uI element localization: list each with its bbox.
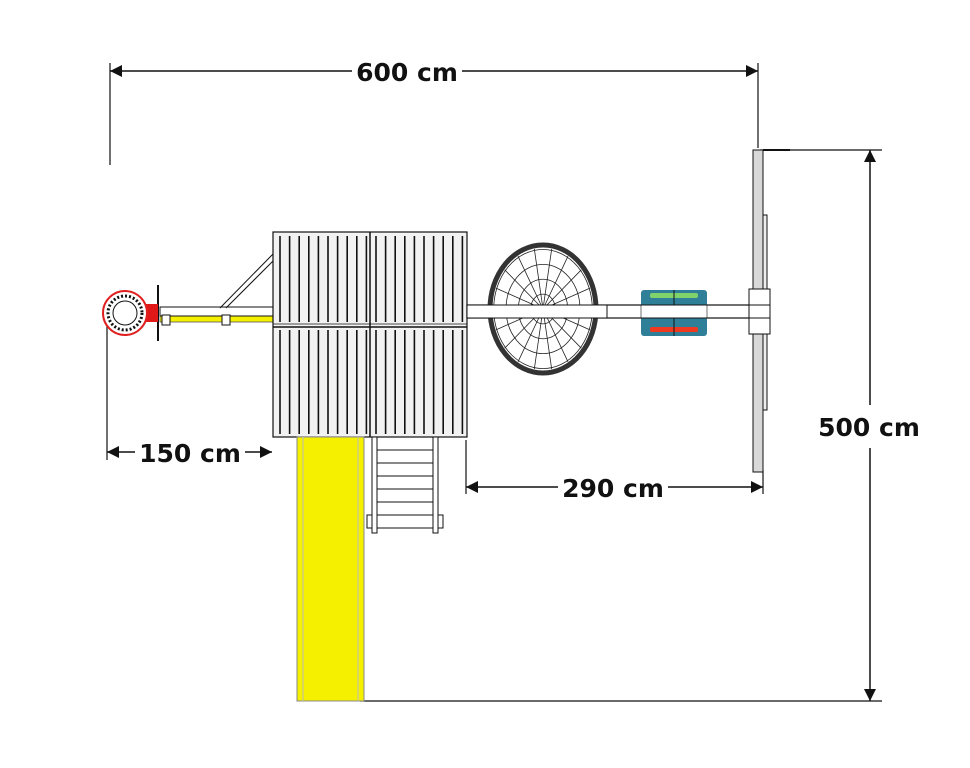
ladder xyxy=(366,436,444,534)
net-spoke xyxy=(517,256,544,310)
width-label: 600 cm xyxy=(356,58,458,87)
swing-seat xyxy=(640,290,708,336)
dimension-swing-beam: 290 cm xyxy=(465,440,764,503)
slide xyxy=(296,436,365,702)
basketball-hoop xyxy=(102,253,274,341)
net-spoke xyxy=(542,248,553,310)
swing-beam-label: 290 cm xyxy=(562,474,664,503)
dimension-depth: 500 cm xyxy=(360,149,920,702)
net-spoke xyxy=(542,256,569,310)
net-spoke xyxy=(533,248,544,310)
dimension-width: 600 cm xyxy=(109,58,759,165)
nest-swing xyxy=(466,242,608,376)
basket-offset-label: 150 cm xyxy=(139,439,241,468)
net-spoke xyxy=(504,269,544,310)
net-spoke xyxy=(542,269,582,310)
depth-label: 500 cm xyxy=(818,413,920,442)
net-spoke xyxy=(542,308,553,370)
net-spoke xyxy=(533,308,544,370)
platform-roof xyxy=(272,231,468,438)
swing-a-frame xyxy=(466,149,790,473)
